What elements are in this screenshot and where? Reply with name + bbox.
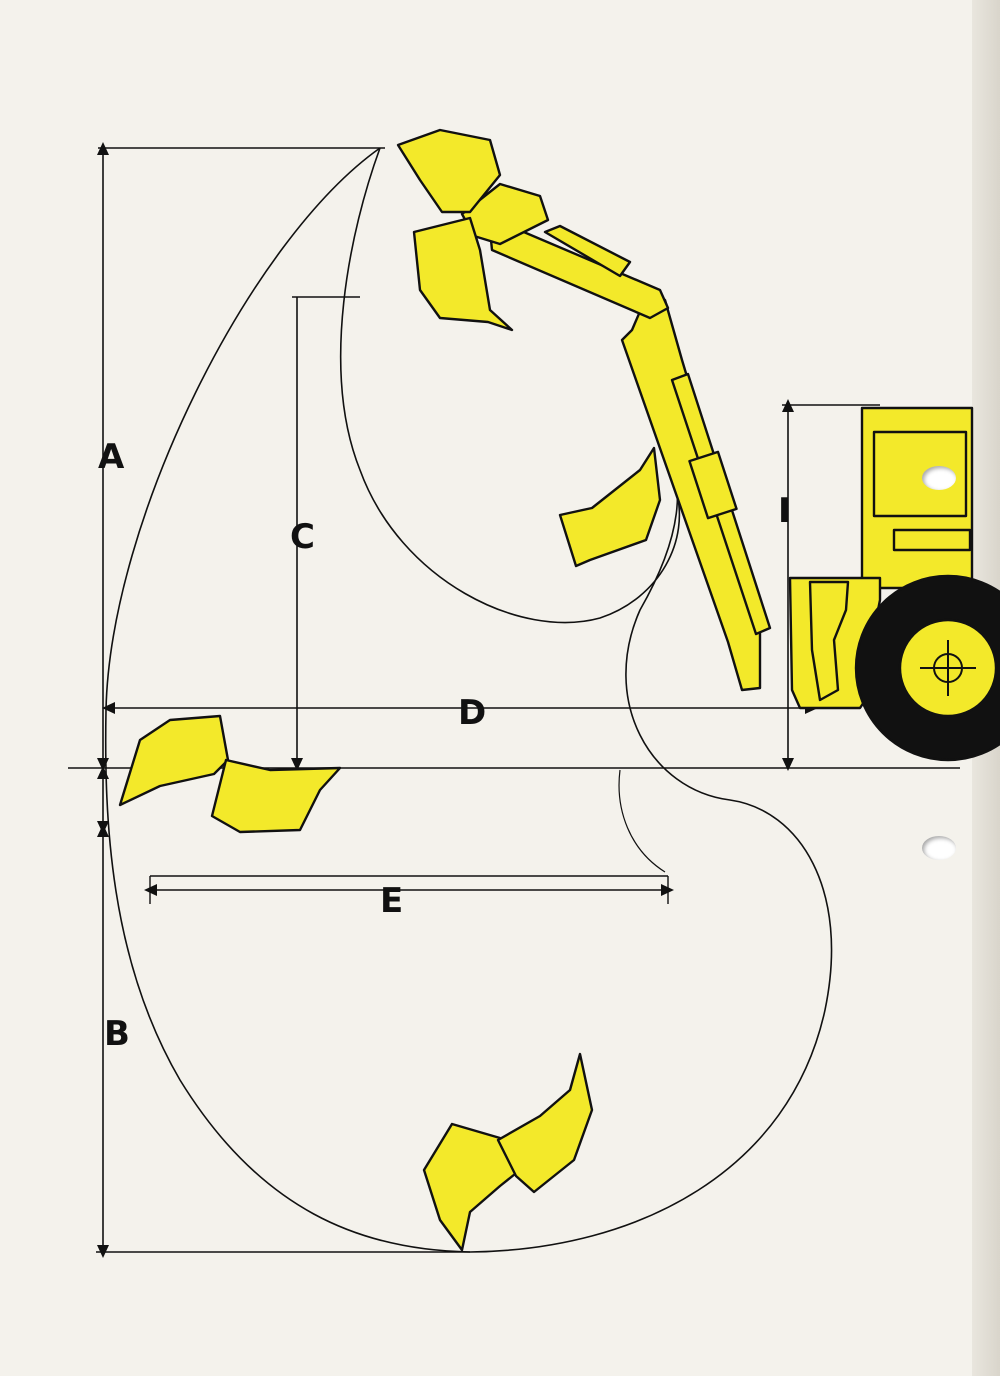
- bucket-mid: [558, 446, 662, 568]
- dim-c-label: C: [290, 517, 315, 557]
- boom-ram-housing: [688, 450, 738, 520]
- binder-hole-bottom: [922, 836, 956, 860]
- dim-e-label: E: [380, 881, 403, 921]
- dim-i-label: I: [778, 491, 791, 531]
- bottom-buckets: [422, 1052, 594, 1252]
- bucket-top: [396, 128, 502, 214]
- bucket-ground-right: [210, 758, 342, 834]
- bucket-ground-left: [118, 714, 230, 807]
- boom: [620, 286, 762, 692]
- dipper-cylinder: [543, 224, 632, 278]
- backhoe-machine: [396, 128, 1000, 762]
- inner-reach-envelope: [339, 147, 681, 624]
- bucket-bottom-left: [422, 1122, 522, 1252]
- binder-hole-top: [922, 466, 956, 490]
- bucket-curled: [412, 216, 514, 332]
- kingpost: [808, 580, 850, 702]
- dim-d-label: D: [458, 693, 486, 733]
- dim-a-label: A: [98, 437, 125, 477]
- cab-stripe: [892, 528, 972, 552]
- bucket-bottom-right: [496, 1052, 594, 1194]
- dim-b-label: B: [104, 1014, 130, 1054]
- ground-reach-curve: [618, 769, 666, 873]
- ground-buckets: [118, 714, 342, 834]
